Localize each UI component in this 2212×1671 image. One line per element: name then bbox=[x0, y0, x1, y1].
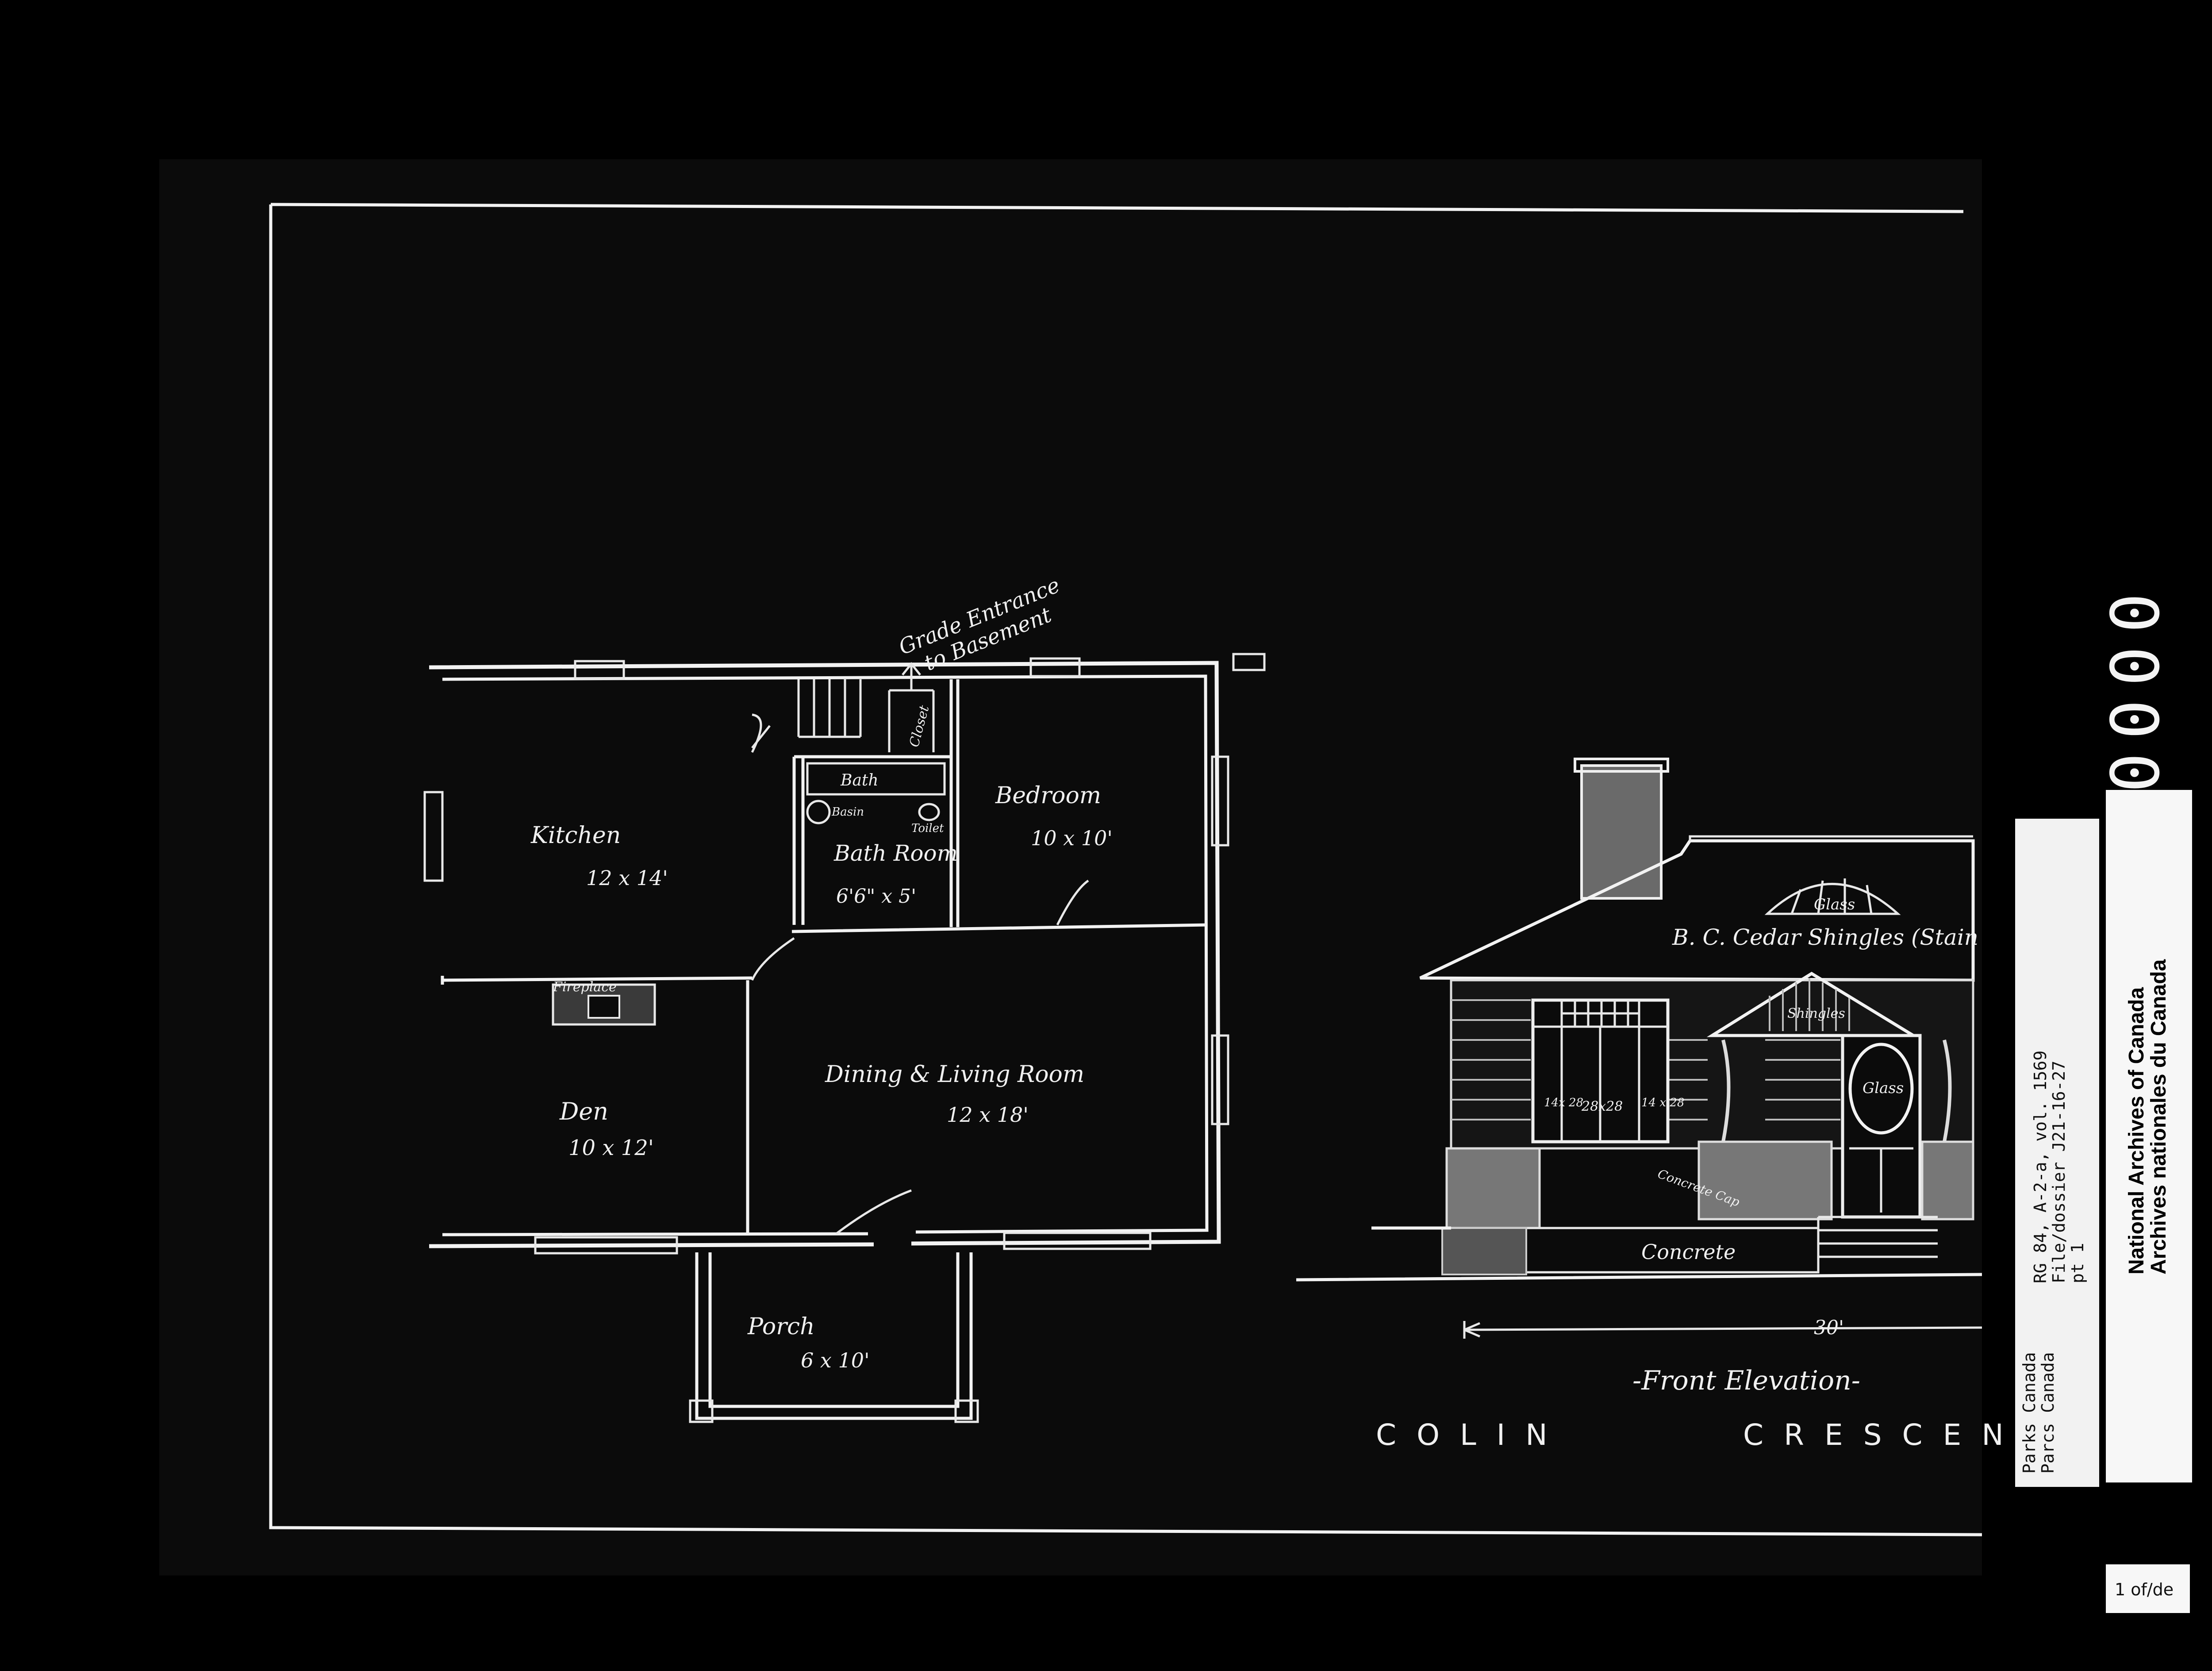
stairs bbox=[797, 679, 862, 738]
window bbox=[574, 660, 625, 680]
door-swing bbox=[1056, 879, 1089, 926]
kitchen-size: 12 x 14' bbox=[586, 866, 668, 890]
stone-foundation bbox=[1921, 1140, 1974, 1221]
width-dimension: 30' bbox=[1814, 1317, 1844, 1339]
dining-living-name: Dining & Living Room bbox=[825, 1061, 1084, 1088]
window bbox=[423, 791, 444, 882]
bath-room-name: Bath Room bbox=[833, 840, 958, 866]
window bbox=[1211, 1034, 1229, 1125]
porch-name: Porch bbox=[747, 1313, 815, 1340]
agency-line-2: Parcs Canada bbox=[2038, 1352, 2058, 1474]
basin-label: Basin bbox=[831, 805, 864, 819]
chimney bbox=[1580, 764, 1663, 900]
dining-living-size: 12 x 18' bbox=[947, 1103, 1029, 1127]
window bbox=[1211, 755, 1229, 847]
den-name: Den bbox=[559, 1097, 608, 1125]
outer-wall-outer bbox=[429, 661, 1221, 1248]
bedroom-size: 10 x 10' bbox=[1031, 826, 1113, 850]
stone-foundation bbox=[1445, 1147, 1541, 1229]
front-elevation: Glass B. C. Cedar Shingles (Stain Shingl… bbox=[1296, 758, 1982, 1396]
porch-post bbox=[689, 1399, 714, 1423]
shingles-label: B. C. Cedar Shingles (Stain bbox=[1672, 924, 1978, 950]
kitchen-name: Kitchen bbox=[530, 822, 621, 849]
toilet bbox=[918, 803, 940, 821]
page-label bbox=[2106, 1564, 2190, 1613]
chimney-cap bbox=[1574, 758, 1669, 773]
window-left-size: 14x 28 bbox=[1544, 1096, 1583, 1109]
bedroom-name: Bedroom bbox=[995, 782, 1101, 809]
gable-lines bbox=[1769, 978, 1850, 1031]
den-size: 10 x 12' bbox=[568, 1136, 654, 1160]
interior-walls bbox=[441, 679, 1207, 1234]
street-name-word1: COLIN bbox=[1376, 1418, 1568, 1452]
porch-outline bbox=[695, 1252, 973, 1420]
window bbox=[534, 1236, 678, 1255]
window-right-size: 14 x 28 bbox=[1641, 1096, 1684, 1109]
bath-room-size: 6'6" x 5' bbox=[836, 885, 916, 908]
stone-base bbox=[1441, 1227, 1527, 1275]
roof-glass-arch bbox=[1764, 883, 1901, 915]
sheet-border bbox=[269, 203, 1982, 1536]
door-panels bbox=[1849, 1147, 1913, 1213]
roof-glass-label: Glass bbox=[1814, 896, 1855, 913]
street-name-word2: CRESCENT bbox=[1743, 1418, 2062, 1452]
roof-glass-lines bbox=[1790, 878, 1873, 914]
institution-fr: Archives nationales du Canada bbox=[2147, 959, 2170, 1274]
toilet-label: Toilet bbox=[911, 822, 944, 835]
bath-label: Bath bbox=[840, 771, 879, 789]
window-center-size: 28x28 bbox=[1581, 1099, 1623, 1114]
siding-lines bbox=[1451, 999, 1840, 1120]
outer-wall-inner bbox=[442, 674, 1209, 1236]
porch-post bbox=[954, 1399, 979, 1423]
ground-line bbox=[1296, 1226, 1982, 1282]
stone-foundation bbox=[1697, 1140, 1833, 1221]
reference-label bbox=[2015, 819, 2099, 1487]
concrete-base bbox=[1442, 1227, 1820, 1274]
fireplace-label: Fireplace bbox=[553, 979, 617, 995]
porch-gable bbox=[1706, 971, 1919, 1037]
institution-label bbox=[2106, 790, 2192, 1482]
concrete-label: Concrete bbox=[1641, 1240, 1736, 1264]
page-text: 1 of/de bbox=[2115, 1580, 2174, 1599]
door-swing bbox=[835, 1189, 912, 1235]
window-muntins bbox=[1533, 1000, 1668, 1142]
window bbox=[1003, 1232, 1152, 1250]
porch-size: 6 x 10' bbox=[801, 1348, 870, 1372]
window bbox=[1232, 653, 1266, 671]
door-swing bbox=[751, 937, 795, 981]
roof-ridge bbox=[1689, 835, 1973, 841]
door-oval-glass bbox=[1848, 1043, 1914, 1135]
blueprint-sheet bbox=[159, 159, 1982, 1575]
bathtub bbox=[806, 762, 946, 796]
window bbox=[1029, 657, 1081, 678]
grade-entrance-arrow bbox=[902, 662, 921, 690]
door-glass-label: Glass bbox=[1863, 1079, 1904, 1097]
basin bbox=[806, 800, 831, 824]
agency-line-1: Parks Canada bbox=[2020, 1352, 2039, 1474]
reference-text: RG 84, A-2-a, vol. 1569File/dossier J21-… bbox=[2031, 1051, 2087, 1283]
door-swing bbox=[751, 725, 771, 749]
fireplace-hearth bbox=[588, 995, 620, 1019]
elevation-title: -Front Elevation- bbox=[1632, 1365, 1860, 1396]
front-steps bbox=[1817, 1216, 1938, 1266]
institution-en: National Archives of Canada bbox=[2125, 987, 2148, 1274]
gable-shingles-label: Shingles bbox=[1787, 1006, 1845, 1021]
dimension-line bbox=[1463, 1321, 1982, 1339]
